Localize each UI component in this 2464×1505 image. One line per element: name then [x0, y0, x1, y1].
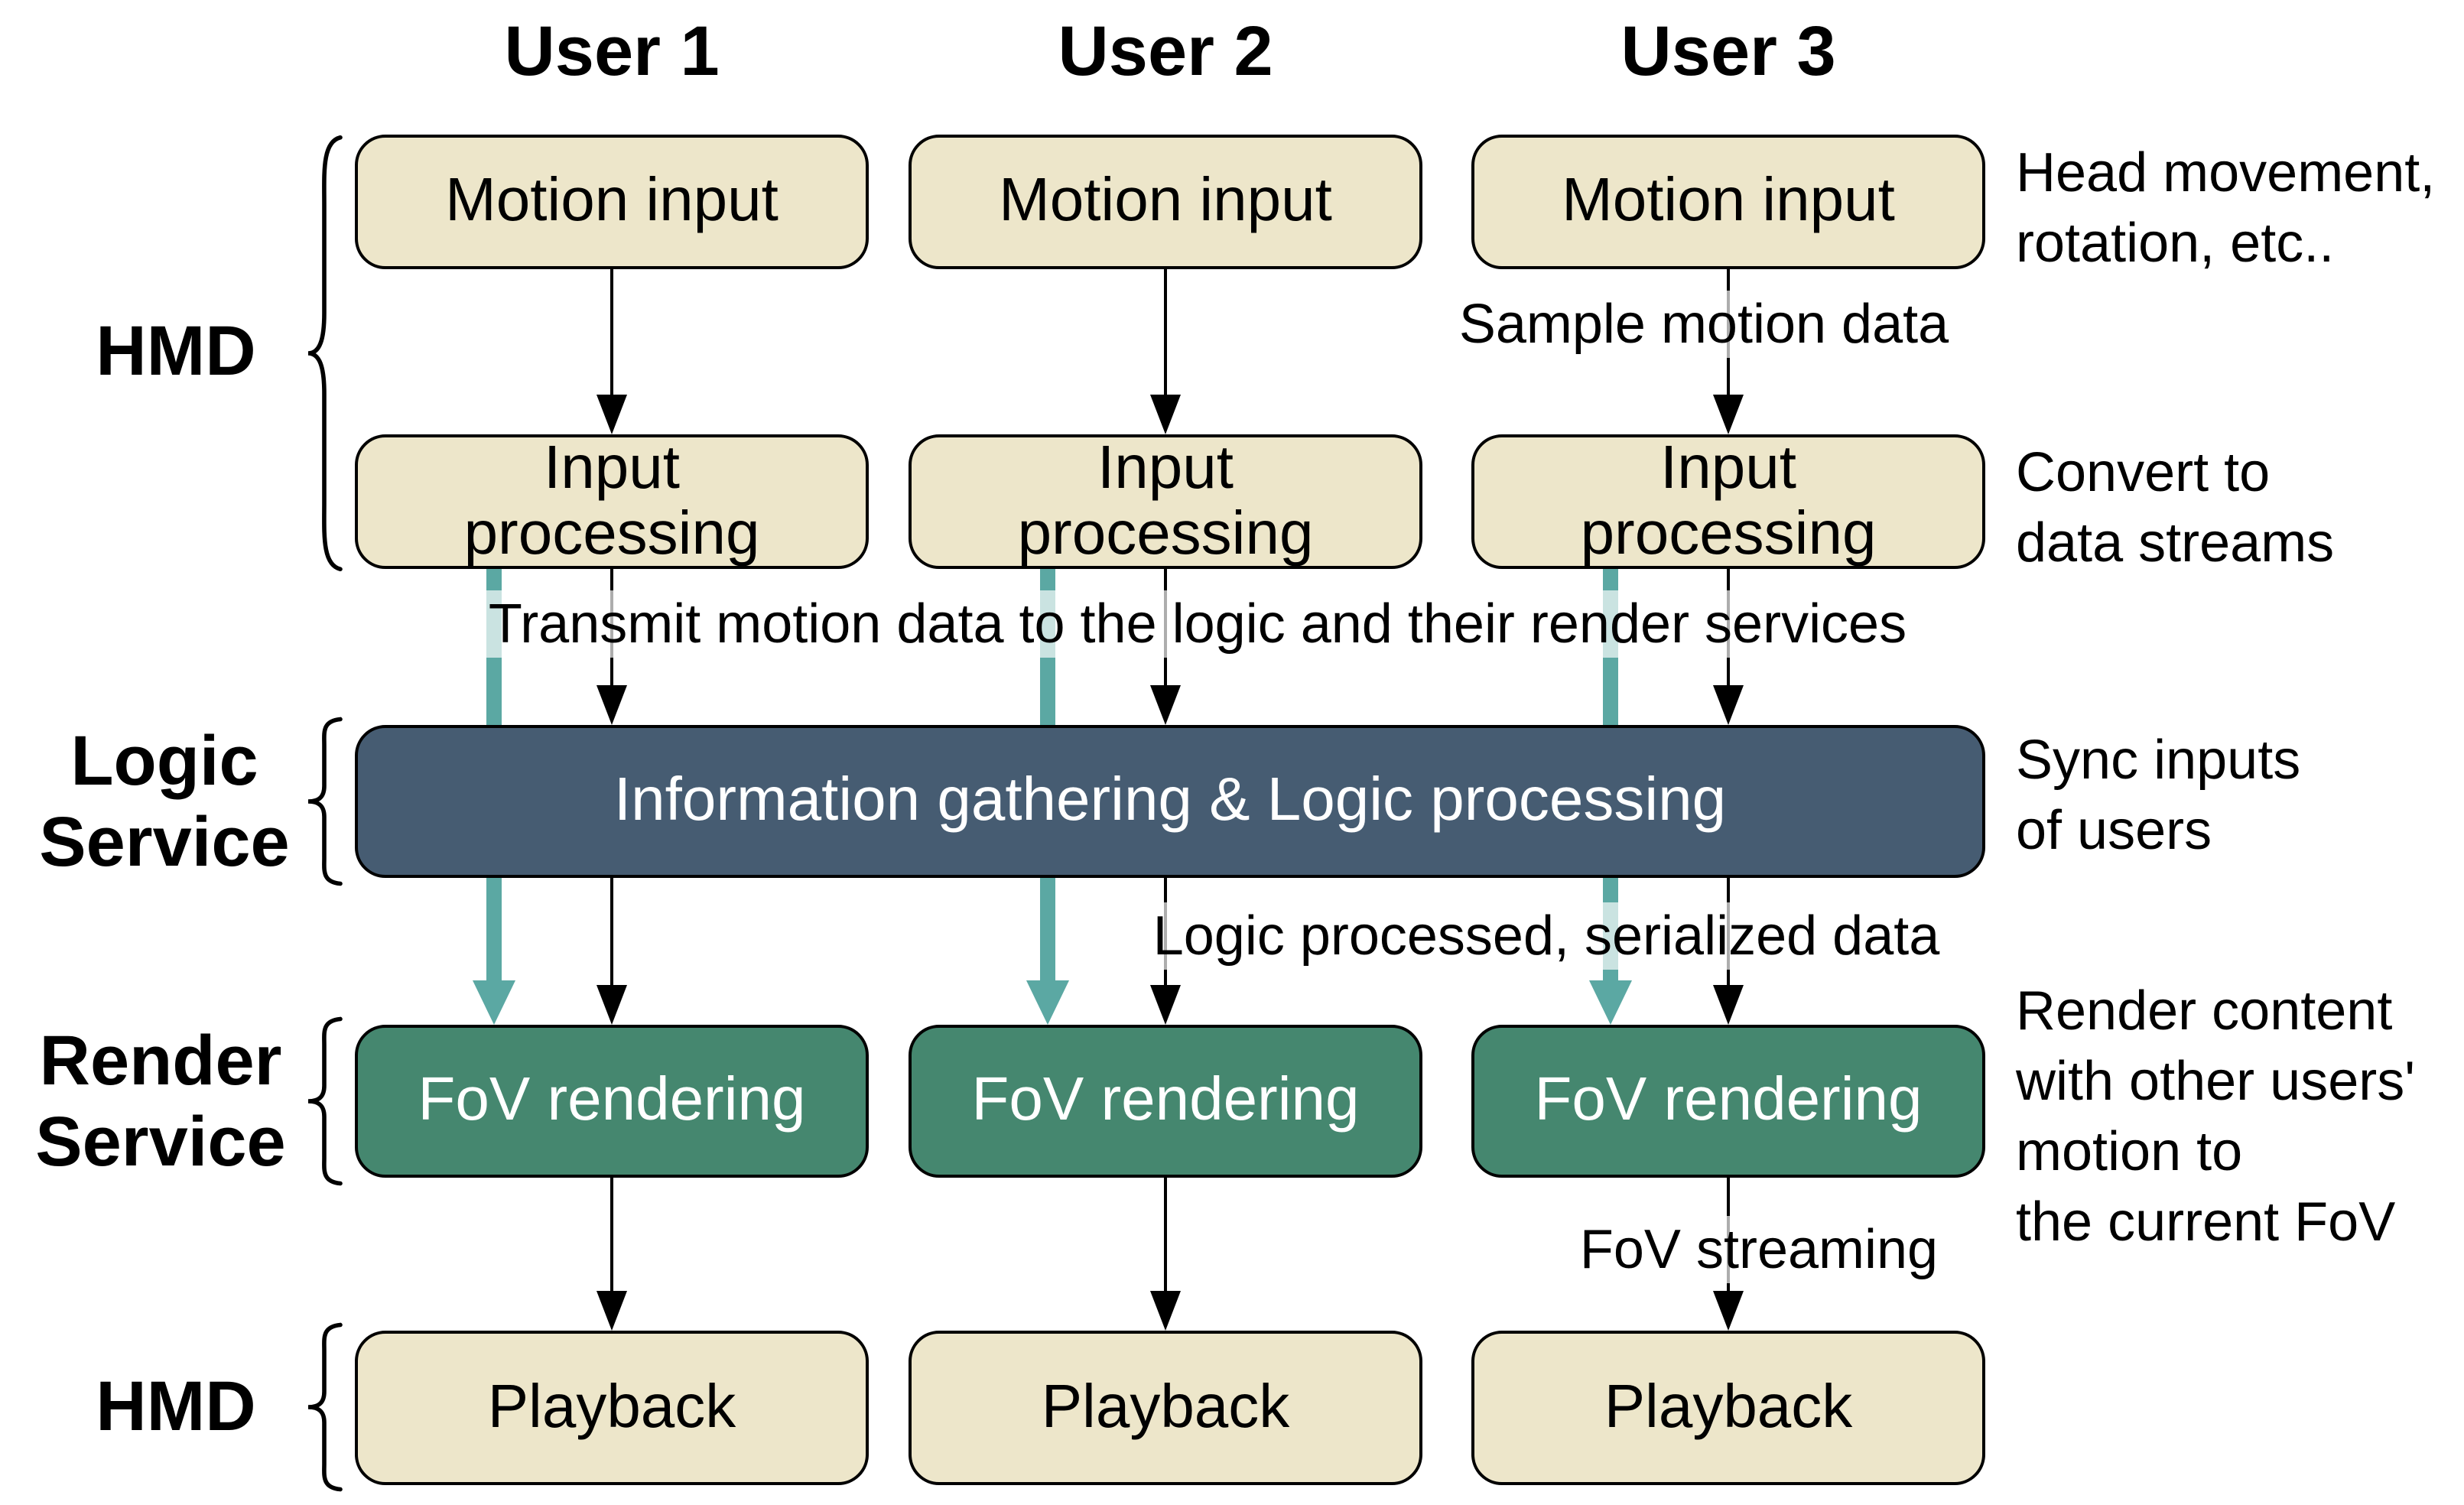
box-fov-rendering-user1: FoV rendering: [355, 1025, 869, 1178]
arrow-line-fov-to-playback-user1: [609, 1178, 614, 1297]
arrow-head-fov-to-playback-user1: [596, 1291, 627, 1331]
brace-render-service: [301, 1016, 347, 1187]
box-motion-input-user1: Motion input: [355, 135, 869, 269]
column-header-user3: User 3: [1620, 11, 1836, 90]
brace-hmd-top: [301, 128, 347, 578]
box-motion-input-user2: Motion input: [909, 135, 1422, 269]
arrow-head-logic-to-fov-user2: [1150, 985, 1181, 1025]
side-label-hmd-bottom: HMD: [96, 1366, 256, 1445]
label-fov-streaming: FoV streaming: [1567, 1216, 1951, 1284]
box-label: Input processing: [1017, 434, 1314, 567]
box-label: FoV rendering: [1534, 1066, 1923, 1134]
brace-hmd-bottom: [301, 1321, 347, 1493]
arrow-head-motion-to-input-user3: [1713, 395, 1744, 434]
annotation-sync-inputs: Sync inputs of users: [2016, 728, 2301, 862]
box-motion-input-user3: Motion input: [1471, 135, 1985, 269]
annotation-render-content: Render content with other users' motion …: [2016, 979, 2415, 1253]
annotation-convert: Convert to data streams: [2016, 440, 2335, 574]
side-label-hmd-top: HMD: [96, 310, 256, 390]
box-label: Motion input: [445, 167, 779, 235]
box-playback-user1: Playback: [355, 1331, 869, 1485]
teal-arrow-head-user1: [473, 980, 515, 1025]
arrow-head-input-to-logic-user1: [596, 685, 627, 725]
box-input-processing-user2: Input processing: [909, 434, 1422, 569]
arrow-head-logic-to-fov-user1: [596, 985, 627, 1025]
brace-logic-service: [301, 716, 347, 887]
box-playback-user3: Playback: [1471, 1331, 1985, 1485]
arrow-head-input-to-logic-user3: [1713, 685, 1744, 725]
box-input-processing-user3: Input processing: [1471, 434, 1985, 569]
annotation-head-movement: Head movement, rotation, etc..: [2016, 141, 2436, 275]
box-label: Input processing: [463, 434, 760, 567]
arrow-line-motion-to-input-user1: [609, 269, 614, 401]
side-label-logic-service: Logic Service: [39, 720, 290, 881]
label-logic-processed: Logic processed, serialized data: [1140, 902, 1952, 970]
box-label: FoV rendering: [418, 1066, 806, 1134]
label-sample-motion-data: Sample motion data: [1446, 291, 1962, 359]
teal-arrow-head-user3: [1589, 980, 1632, 1025]
column-header-user1: User 1: [504, 11, 720, 90]
arrow-line-motion-to-input-user2: [1163, 269, 1168, 401]
box-label: Information gathering & Logic processing: [613, 766, 1727, 834]
arrow-head-fov-to-playback-user2: [1150, 1291, 1181, 1331]
box-label: Playback: [1604, 1373, 1853, 1441]
box-fov-rendering-user3: FoV rendering: [1471, 1025, 1985, 1178]
box-fov-rendering-user2: FoV rendering: [909, 1025, 1422, 1178]
arrow-line-logic-to-fov-user1: [609, 878, 614, 991]
arrow-line-fov-to-playback-user2: [1163, 1178, 1168, 1297]
label-transmit-motion: Transmit motion data to the logic and th…: [476, 590, 1920, 658]
arrow-head-motion-to-input-user2: [1150, 395, 1181, 434]
box-label: Playback: [487, 1373, 736, 1441]
box-label: FoV rendering: [971, 1066, 1360, 1134]
arrow-head-logic-to-fov-user3: [1713, 985, 1744, 1025]
box-label: Motion input: [999, 167, 1332, 235]
column-header-user2: User 2: [1058, 11, 1273, 90]
box-input-processing-user1: Input processing: [355, 434, 869, 569]
box-label: Motion input: [1562, 167, 1895, 235]
teal-arrow-head-user2: [1026, 980, 1069, 1025]
box-playback-user2: Playback: [909, 1331, 1422, 1485]
arrow-head-input-to-logic-user2: [1150, 685, 1181, 725]
box-logic-processing: Information gathering & Logic processing: [355, 725, 1985, 878]
box-label: Playback: [1041, 1373, 1290, 1441]
side-label-render-service: Render Service: [35, 1020, 286, 1181]
arrow-head-motion-to-input-user1: [596, 395, 627, 434]
box-label: Input processing: [1580, 434, 1877, 567]
arrow-head-fov-to-playback-user3: [1713, 1291, 1744, 1331]
